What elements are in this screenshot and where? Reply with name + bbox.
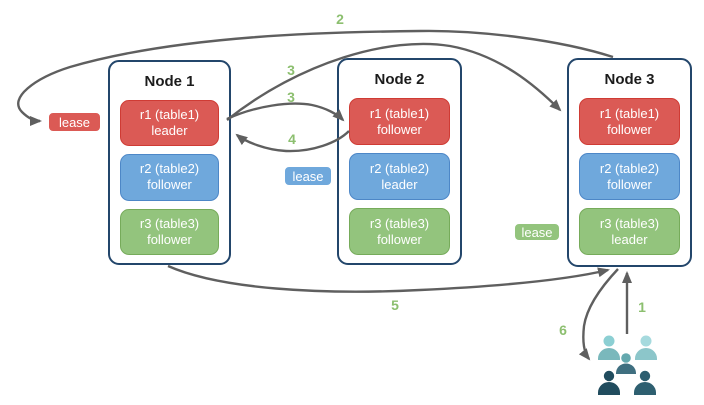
replica-name: r3 (table3): [599, 215, 660, 231]
user-head: [640, 335, 652, 347]
replica-name: r1 (table1): [599, 105, 660, 121]
node1-r2-follower-box: r2 (table2) follower: [120, 154, 219, 201]
lease-badge-red: lease: [48, 112, 101, 132]
user-body: [616, 363, 636, 374]
replica-role: follower: [377, 121, 422, 137]
user-body: [634, 382, 656, 395]
replica-name: r2 (table2): [599, 160, 660, 176]
node2-r3-follower-box: r3 (table3) follower: [349, 208, 450, 255]
replica-role: leader: [151, 123, 188, 139]
replica-name: r2 (table2): [369, 160, 430, 176]
replica-role: follower: [607, 121, 652, 137]
lease-badge-blue: lease: [284, 166, 332, 186]
user-head: [603, 335, 615, 347]
lease-badge-green: lease: [514, 223, 560, 241]
node-2-box: Node 2 r1 (table1) follower r2 (table2) …: [337, 58, 462, 265]
user-body: [598, 382, 621, 395]
replica-role: leader: [381, 176, 418, 192]
user-head: [621, 353, 631, 363]
step-label-2: 2: [336, 11, 344, 27]
users-group-icon: [598, 335, 657, 395]
step-label-6: 6: [559, 322, 567, 338]
arrow-step-6-node3-to-users: [578, 268, 619, 361]
replica-name: r2 (table2): [139, 161, 200, 177]
node1-r3-follower-box: r3 (table3) follower: [120, 208, 219, 255]
arrow-step-3-node1-to-node2: [226, 102, 345, 122]
node1-r1-leader-box: r1 (table1) leader: [120, 100, 219, 147]
user-body: [598, 348, 621, 360]
step-label-4: 4: [288, 131, 296, 147]
node-3-title: Node 3: [604, 71, 655, 88]
node-1-box: Node 1 r1 (table1) leader r2 (table2) fo…: [108, 60, 231, 265]
step-label-1: 1: [638, 299, 646, 315]
node2-r1-follower-box: r1 (table1) follower: [349, 98, 450, 145]
step-label-3b: 3: [287, 89, 295, 105]
replica-name: r1 (table1): [139, 107, 200, 123]
replica-role: follower: [607, 176, 652, 192]
node-1-title: Node 1: [144, 73, 195, 90]
replica-name: r1 (table1): [369, 105, 430, 121]
replica-role: follower: [377, 231, 422, 247]
replica-role: follower: [147, 231, 192, 247]
user-head: [603, 370, 615, 382]
node2-r2-leader-box: r2 (table2) leader: [349, 153, 450, 200]
node-2-title: Node 2: [374, 71, 425, 88]
node-3-box: Node 3 r1 (table1) follower r2 (table2) …: [567, 58, 692, 267]
user-body: [635, 348, 657, 360]
replica-name: r3 (table3): [139, 215, 200, 231]
replica-role: leader: [611, 231, 648, 247]
replica-role: follower: [147, 177, 192, 193]
step-label-5: 5: [391, 297, 399, 313]
node3-r3-leader-box: r3 (table3) leader: [579, 208, 680, 255]
node3-r2-follower-box: r2 (table2) follower: [579, 153, 680, 200]
user-head: [639, 370, 651, 382]
node3-r1-follower-box: r1 (table1) follower: [579, 98, 680, 145]
arrow-step-5-node1-to-node3: [167, 264, 610, 293]
replica-name: r3 (table3): [369, 215, 430, 231]
step-label-3a: 3: [287, 62, 295, 78]
